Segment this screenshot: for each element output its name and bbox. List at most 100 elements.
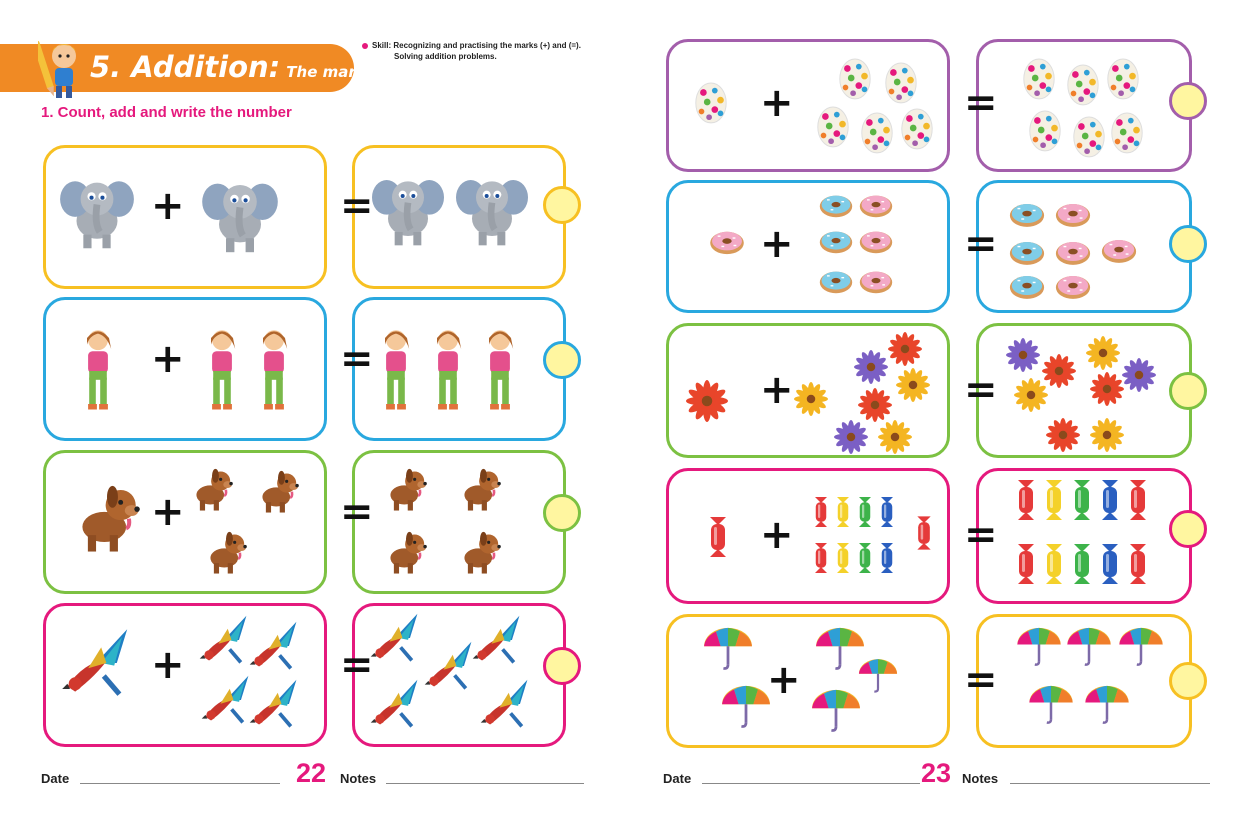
- egg-icon: [1108, 108, 1146, 156]
- flower-icon: [834, 420, 868, 454]
- egg-icon: [836, 54, 874, 102]
- umbrella-icon: [812, 626, 868, 672]
- candy-icon: [1070, 538, 1094, 590]
- dog-icon: [454, 460, 506, 516]
- exercise-1-answer-circle[interactable]: [543, 186, 581, 224]
- parrot-icon: [56, 624, 136, 702]
- parrot-icon: [468, 612, 526, 668]
- egg-icon: [692, 78, 730, 126]
- date-line: [80, 783, 280, 784]
- plus-sign: +: [151, 642, 185, 688]
- exercise-5-answer-circle[interactable]: [1169, 82, 1207, 120]
- donut-blue-icon: [1008, 238, 1046, 267]
- candy-icon: [1126, 474, 1150, 526]
- notes-line: [1010, 783, 1210, 784]
- candy-icon: [914, 512, 934, 554]
- flower-icon: [1014, 378, 1048, 412]
- flower-icon: [888, 332, 922, 366]
- egg-icon: [814, 102, 852, 150]
- umbrella-icon: [1116, 626, 1166, 668]
- exercise-7-answer-circle[interactable]: [1169, 372, 1207, 410]
- umbrella-icon: [1014, 626, 1064, 668]
- candy-icon: [878, 492, 896, 532]
- equals-sign: =: [964, 657, 998, 703]
- dog-icon: [380, 460, 432, 516]
- equals-sign: =: [964, 367, 998, 413]
- exercise-9-question-box: [666, 614, 950, 748]
- elephant-icon: [452, 160, 532, 256]
- girl-icon: [426, 310, 470, 432]
- flower-icon: [878, 420, 912, 454]
- girl-icon: [374, 310, 418, 432]
- girl-icon: [200, 310, 244, 432]
- flower-icon: [1046, 418, 1080, 452]
- parrot-icon: [194, 612, 254, 668]
- donut-blue-icon: [1008, 200, 1046, 229]
- egg-icon: [882, 58, 920, 106]
- plus-sign: +: [760, 512, 794, 558]
- flower-icon: [686, 380, 728, 422]
- candy-icon: [1098, 538, 1122, 590]
- exercise-4-answer-circle[interactable]: [543, 647, 581, 685]
- dog-icon: [66, 466, 148, 566]
- lesson-title: 5. Addition:The mark (+): [90, 50, 398, 84]
- plus-sign: +: [151, 489, 185, 535]
- donut-blue-icon: [818, 268, 854, 295]
- donut-blue-icon: [818, 228, 854, 255]
- date-label: Date: [663, 771, 692, 786]
- equals-sign: =: [340, 489, 374, 535]
- girl-icon: [478, 310, 522, 432]
- candy-icon: [1126, 538, 1150, 590]
- candy-icon: [812, 492, 830, 532]
- exercise-3-answer-circle[interactable]: [543, 494, 581, 532]
- notes-label: Notes: [340, 771, 377, 786]
- elephant-icon: [56, 160, 138, 260]
- flower-icon: [1090, 418, 1124, 452]
- umbrella-icon: [718, 684, 774, 730]
- flower-icon: [854, 350, 888, 384]
- exercise-9-answer-circle[interactable]: [1169, 662, 1207, 700]
- exercise-8-answer-circle[interactable]: [1169, 510, 1207, 548]
- instruction: 1. Count, add and write the number: [41, 104, 292, 121]
- girl-icon: [252, 310, 296, 432]
- exercise-7-answer-box: [976, 323, 1192, 458]
- boy-with-pencil-icon: [38, 40, 76, 98]
- candy-icon: [1042, 474, 1066, 526]
- donut-icon: [708, 228, 746, 256]
- exercise-1-answer-box: [352, 145, 566, 289]
- plus-sign: +: [760, 221, 794, 267]
- date-label: Date: [41, 771, 70, 786]
- exercise-6-answer-circle[interactable]: [1169, 225, 1207, 263]
- dog-icon: [454, 522, 506, 580]
- exercise-2-answer-circle[interactable]: [543, 341, 581, 379]
- donut-icon: [858, 192, 894, 219]
- dog-icon: [200, 522, 252, 580]
- exercise-8-question-box: [666, 468, 950, 604]
- candy-icon: [856, 492, 874, 532]
- egg-icon: [1064, 60, 1102, 108]
- equals-sign: =: [964, 221, 998, 267]
- notes-line: [386, 783, 584, 784]
- umbrella-icon: [808, 688, 864, 734]
- flower-icon: [1042, 354, 1076, 388]
- bullet-icon: [362, 43, 368, 49]
- exercise-3-answer-box: [352, 450, 566, 594]
- candy-icon: [856, 538, 874, 578]
- candy-icon: [878, 538, 896, 578]
- flower-icon: [1086, 336, 1120, 370]
- candy-icon: [1070, 474, 1094, 526]
- plus-sign: +: [767, 657, 801, 703]
- donut-icon: [1054, 272, 1092, 301]
- parrot-icon: [244, 618, 304, 674]
- notes-label: Notes: [962, 771, 999, 786]
- donut-icon: [858, 228, 894, 255]
- donut-icon: [1054, 200, 1092, 229]
- umbrella-icon: [1082, 684, 1132, 726]
- equals-sign: =: [964, 512, 998, 558]
- candy-icon: [834, 538, 852, 578]
- plus-sign: +: [760, 80, 794, 126]
- parrot-icon: [366, 676, 424, 732]
- egg-icon: [898, 104, 936, 152]
- plus-sign: +: [760, 367, 794, 413]
- egg-icon: [1020, 54, 1058, 102]
